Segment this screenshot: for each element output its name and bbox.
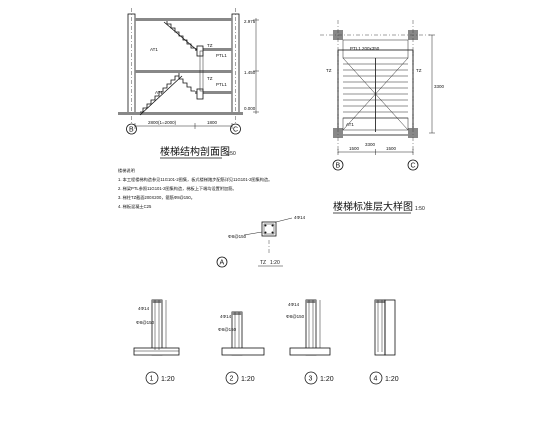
section-level-2: 1.450 xyxy=(244,70,256,75)
detail-1-scale: 1:20 xyxy=(161,376,175,383)
detail2-rebar-1: 4Φ14 xyxy=(220,314,232,319)
detail-2-number: 2 xyxy=(230,376,234,383)
tz-axis-bubble-a xyxy=(216,256,228,268)
tz-rebar-top: 4Φ14 xyxy=(294,215,306,220)
section-title: 楼梯结构剖面图 xyxy=(160,145,230,158)
notes-line-3: 3. 梯柱TZ截面200X200，箍筋Φ8@150。 xyxy=(118,194,195,201)
stair-plan-view: PTL1 200x350 AT1 TZ TZ 1500 1500 3300 33… xyxy=(320,20,445,214)
tz-column-section: 4Φ14 Φ8@150 A TZ 1:20 xyxy=(216,215,306,268)
axis-bubble-c xyxy=(230,123,241,135)
detail-2-bubble xyxy=(225,371,239,385)
notes-line-4: 4. 梯板混凝土C25 xyxy=(118,203,152,210)
section-label-ptl-lower: PTL1 xyxy=(216,82,227,87)
notes-line-1: 1. 本工程楼梯构造参见11G101-2图集，板式楼梯踏步配筋详见11G101-… xyxy=(118,176,272,183)
detail-4: 4 1:20 xyxy=(369,299,399,385)
plan-scale: 1:50 xyxy=(415,206,425,212)
section-scale: 1:50 xyxy=(226,151,236,157)
section-dim-bottom: 2800(1=2000) xyxy=(148,120,177,125)
section-level-1: 2.975 xyxy=(244,19,256,24)
section-label-ptl-upper: PTL1 xyxy=(216,53,227,58)
detail2-rebar-2: Φ8@150 xyxy=(218,327,237,332)
detail-1: 4Φ14 Φ8@150 1 1:20 xyxy=(133,299,180,385)
axis-b-label: B xyxy=(129,127,134,134)
tz-title: TZ xyxy=(260,260,266,266)
plan-dim-total: 3300 xyxy=(365,142,376,147)
detail-4-scale: 1:20 xyxy=(385,376,399,383)
detail-1-number: 1 xyxy=(150,376,154,383)
stair-section-view: AT1 AT1 TZ TZ PTL1 PTL1 2800(1=2000) 180… xyxy=(118,8,259,159)
plan-dim-bottom-2: 1500 xyxy=(386,146,397,151)
plan-label-at1: AT1 xyxy=(346,122,354,127)
axis-bubble-b xyxy=(126,123,137,135)
detail-3-bubble xyxy=(304,371,318,385)
detail-4-number: 4 xyxy=(374,376,378,383)
notes-line-2: 2. 梯梁PTL参照11G101-2图集构造，梯板上下端均设置附加筋。 xyxy=(118,185,237,192)
plan-axis-b-label: B xyxy=(336,163,341,170)
tz-axis-a-label: A xyxy=(220,260,225,267)
detail3-rebar-1: 4Φ14 xyxy=(288,302,300,307)
detail-2: 4Φ14 Φ8@150 2 1:20 xyxy=(218,311,265,385)
plan-label-tz-right: TZ xyxy=(416,68,422,73)
plan-axis-bubble-c xyxy=(407,159,419,171)
detail-4-bubble xyxy=(369,371,383,385)
section-label-tz-lower: TZ xyxy=(207,76,213,81)
plan-axis-bubble-b xyxy=(332,159,344,171)
tz-rebar-side: Φ8@150 xyxy=(228,234,247,239)
plan-title: 楼梯标准层大样图 xyxy=(333,200,413,213)
section-level-3: 0.000 xyxy=(244,106,256,111)
notes-heading: 楼梯说明 xyxy=(118,167,135,174)
tz-scale: 1:20 xyxy=(270,260,280,266)
plan-dim-bottom-1: 1500 xyxy=(349,146,360,151)
section-label-tz-upper: TZ xyxy=(207,43,213,48)
detail1-rebar-2: Φ8@150 xyxy=(136,320,155,325)
section-label-at1-upper: AT1 xyxy=(150,47,158,52)
detail-3-scale: 1:20 xyxy=(320,376,334,383)
section-label-at1-lower: AT1 xyxy=(155,90,163,95)
plan-label-ptl: PTL1 200x350 xyxy=(350,46,380,51)
detail-1-bubble xyxy=(145,371,159,385)
plan-label-tz-left: TZ xyxy=(326,68,332,73)
detail-3: 4Φ14 Φ8@150 3 1:20 xyxy=(286,299,334,385)
stair-notes: 楼梯说明 1. 本工程楼梯构造参见11G101-2图集，板式楼梯踏步配筋详见11… xyxy=(118,167,272,210)
detail3-rebar-2: Φ8@150 xyxy=(286,314,305,319)
plan-axis-c-label: C xyxy=(411,163,416,170)
section-dim-right: 1800 xyxy=(207,120,218,125)
detail1-rebar-1: 4Φ14 xyxy=(138,306,150,311)
axis-c-label: C xyxy=(233,127,238,134)
detail-2-scale: 1:20 xyxy=(241,376,255,383)
detail-3-number: 3 xyxy=(309,376,313,383)
plan-dim-right: 3300 xyxy=(434,84,445,89)
